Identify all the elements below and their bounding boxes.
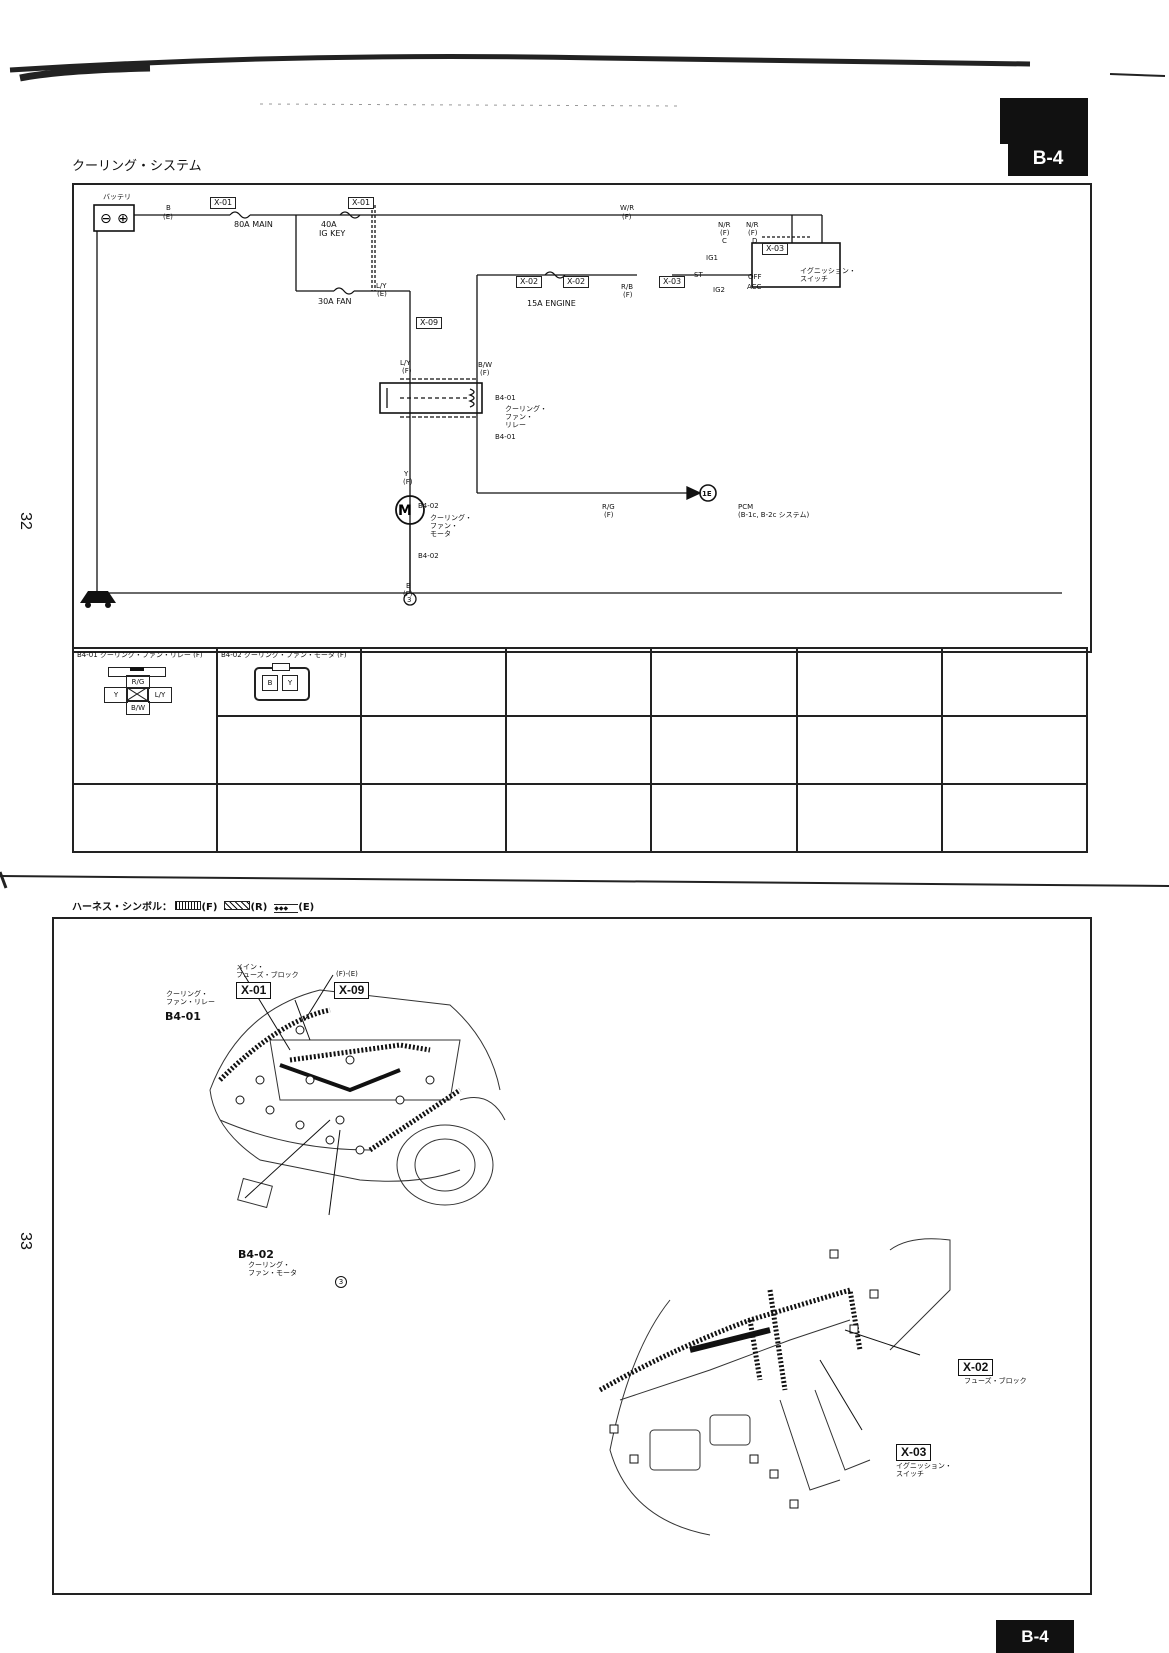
callout-x09: X-09 — [334, 982, 370, 999]
wire-rg-harness: (F) — [604, 511, 614, 519]
fuse-ig-key-rating: 40A — [321, 220, 337, 229]
wire-rb: R/B — [621, 283, 634, 291]
connector-x03-a: X-03 — [762, 243, 789, 255]
relay-connector-face: R/G Y L/Y B/W — [74, 661, 216, 761]
callout-ground: 3 — [335, 1276, 347, 1288]
wire-nr1-harness: (F) — [720, 229, 730, 237]
wire-b-harness: (F) — [403, 590, 413, 598]
connector-b4-01-bottom: B4-01 — [495, 433, 516, 441]
ign-off: OFF — [748, 273, 762, 281]
connector-b4-02-bottom: B4-02 — [418, 552, 439, 560]
connector-table: B4-01 クーリング・ファン・リレー (F) R/G Y L/Y B/W B4… — [72, 647, 1089, 853]
motor-label: クーリング・ ファン・ モータ — [430, 514, 472, 538]
fuse-main: 80A MAIN — [234, 220, 273, 229]
wire-wr: W/R — [620, 204, 635, 212]
pin-c: C — [722, 237, 727, 245]
legend-f: (F) — [201, 902, 218, 913]
callout-b4-02: B4-02 — [238, 1248, 274, 1261]
wire-ly2-harness: (F) — [402, 367, 412, 375]
dashboard-illustration — [598, 1238, 951, 1536]
schematic-title: クーリング・システム — [72, 159, 202, 174]
connector-x02-a: X-02 — [516, 276, 543, 288]
battery-wire: B — [166, 204, 171, 212]
callout-motor-label: クーリング・ ファン・モータ — [248, 1261, 297, 1277]
connector-b4-02-top: B4-02 — [418, 502, 439, 510]
connector-x01-b: X-01 — [348, 197, 375, 209]
page-number-upper: 32 — [16, 512, 34, 530]
harness-legend: ハーネス・シンボル： (F) (R) ◆◆◆(E) — [72, 898, 314, 913]
wire-bw-harness: (F) — [480, 369, 490, 377]
pcm-label: PCM — [738, 503, 754, 511]
connector-x03-b: X-03 — [659, 276, 686, 288]
pcm-reference: (B-1c, B-2c システム) — [738, 511, 810, 519]
callout-x01: X-01 — [236, 982, 272, 999]
scan-artifact-middle — [0, 871, 1169, 889]
wire-bw: B/W — [478, 361, 493, 369]
wire-rg: R/G — [602, 503, 615, 511]
connector-x09: X-09 — [416, 317, 443, 329]
callout-main-fuse-block: メイン・ フューズ・ブロック — [236, 963, 299, 979]
legend-label: ハーネス・シンボル： — [72, 902, 172, 913]
pin-d: D — [752, 237, 758, 245]
motor-connector-face: B Y — [218, 661, 360, 711]
legend-f-symbol — [175, 901, 202, 910]
wire-rb-harness: (F) — [623, 291, 633, 299]
cell-b4-02-title: B4-02 クーリング・ファン・モータ (F) — [221, 651, 347, 659]
page-tab: B-4 — [1008, 142, 1088, 176]
connector-x02-b: X-02 — [563, 276, 590, 288]
cell-b4-01-title: B4-01 クーリング・ファン・リレー (F) — [77, 651, 203, 659]
wire-wr-harness: (F) — [622, 213, 632, 221]
legend-r-symbol — [224, 901, 251, 910]
wire-ly: L/Y — [376, 282, 387, 290]
fuse-engine: 15A ENGINE — [527, 299, 576, 308]
wire-nr2: N/R — [746, 221, 759, 229]
svg-text:⊖: ⊖ — [100, 211, 112, 227]
callout-relay-label: クーリング・ ファン・リレー — [166, 990, 215, 1006]
callout-x02: X-02 — [958, 1359, 994, 1376]
ignition-label: イグニッション・ スイッチ — [800, 267, 856, 283]
ign-acc: ACC — [747, 283, 762, 291]
cell-b4-02: B4-02 クーリング・ファン・モータ (F) B Y — [216, 647, 362, 717]
svg-text:⊕: ⊕ — [117, 211, 129, 227]
wire-b: B — [406, 582, 411, 590]
ign-ig2: IG2 — [713, 286, 725, 294]
legend-e: (E) — [298, 902, 315, 913]
pcm-pin: 1E — [702, 490, 712, 498]
callout-x03: X-03 — [896, 1444, 932, 1461]
wire-y: Y — [404, 470, 409, 478]
wire-ly2: L/Y — [400, 359, 411, 367]
connector-b4-01-top: B4-01 — [495, 394, 516, 402]
connector-x01-a: X-01 — [210, 197, 237, 209]
wiring-diagram: ⊖ ⊕ M — [80, 204, 1062, 608]
ign-ig1: IG1 — [706, 254, 718, 262]
legend-e-symbol: ◆◆◆ — [274, 904, 299, 913]
relay-label: クーリング・ ファン・ リレー — [505, 405, 547, 429]
ign-st: ST — [694, 271, 703, 279]
scan-artifact — [9, 54, 1166, 107]
ground-label: アース — [94, 623, 115, 631]
bottom-page-tab: B-4 — [996, 1620, 1074, 1653]
wire-nr1: N/R — [718, 221, 731, 229]
fuse-ig-key: IG KEY — [319, 229, 346, 238]
callout-b4-01: B4-01 — [165, 1010, 201, 1023]
battery-label: バッテリ — [103, 193, 131, 201]
page-number-lower: 33 — [16, 1232, 34, 1250]
tab-block — [1000, 98, 1088, 144]
callout-fe: (F)-(E) — [336, 970, 358, 978]
callout-ignition: イグニッション・ スイッチ — [896, 1462, 952, 1478]
wire-nr2-harness: (F) — [748, 229, 758, 237]
callout-fuse-block: フューズ・ブロック — [964, 1377, 1027, 1385]
legend-r: (R) — [250, 902, 268, 913]
ground-point: 3 — [407, 596, 412, 604]
harness-frame — [52, 917, 1092, 1595]
wire-y-harness: (F) — [403, 478, 413, 486]
battery-wire-harness: (E) — [163, 213, 173, 221]
cell-b4-01: B4-01 クーリング・ファン・リレー (F) R/G Y L/Y B/W — [72, 647, 218, 785]
motor-symbol: M — [398, 503, 412, 519]
fuse-fan: 30A FAN — [318, 297, 352, 306]
engine-bay-illustration — [209, 967, 506, 1216]
wire-ly-harness: (E) — [377, 290, 387, 298]
